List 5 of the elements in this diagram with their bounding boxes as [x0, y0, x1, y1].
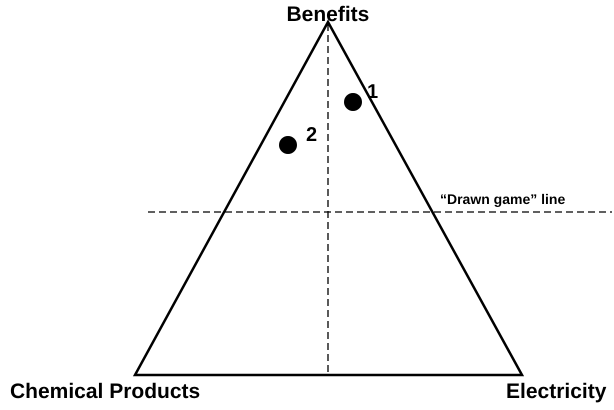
vertex-label: Benefits — [286, 4, 370, 25]
line-label: “Drawn game” line — [440, 192, 566, 206]
vertex-label: Electricity — [506, 381, 606, 402]
vertex-label: Chemical Products — [10, 381, 200, 402]
point-number: 2 — [306, 125, 318, 145]
